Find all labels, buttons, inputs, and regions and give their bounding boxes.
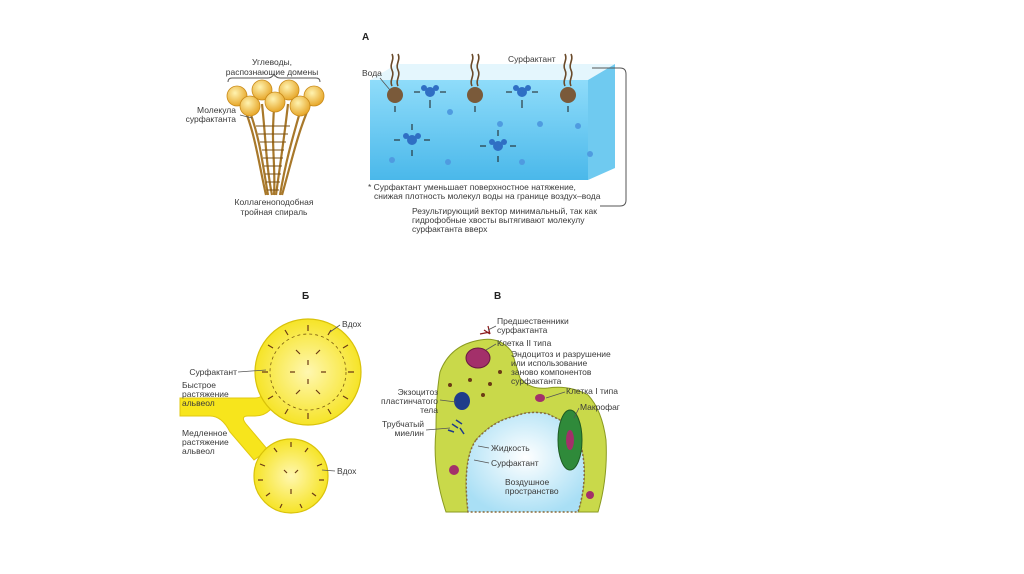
carbohydrate-domains [227, 80, 324, 116]
macrophage-nucleus [566, 430, 574, 450]
fast-stretch-3: альвеол [182, 398, 215, 408]
molecule-label-2: сурфактанта [186, 114, 237, 124]
type1-label: Клетка I типа [566, 386, 618, 396]
alveolus-large [255, 319, 361, 425]
water-side-face [588, 64, 615, 180]
carbs-label-1: Углеводы, [252, 57, 292, 67]
panel-a-letter: А [362, 32, 369, 43]
panel-c-letter: В [494, 291, 501, 302]
alveolus-small [254, 439, 328, 513]
panel-c-surfactant-label: Сурфактант [491, 458, 539, 468]
panel-b-letter: Б [302, 291, 309, 302]
precursors-label-2: сурфактанта [497, 325, 548, 335]
surface-tension-note-2: снижая плотность молекул воды на границе… [374, 191, 601, 201]
panel-a-surfactant-label: Сурфактант [508, 54, 556, 64]
panel-c: В Предшественники сурфактанта Клетка II … [381, 291, 620, 512]
inhale-top-label: Вдох [342, 319, 362, 329]
fluid-label: Жидкость [491, 443, 530, 453]
water-top-face [370, 64, 615, 80]
exocytosis-label-3: тела [420, 405, 438, 415]
panel-b: Б Вдох Вдох Сурфактант Быстрое растяжени… [180, 291, 362, 513]
carbs-label-2: распознающие домены [226, 67, 319, 77]
type2-label: Клетка II типа [497, 338, 552, 348]
precursors-pointer [488, 326, 496, 330]
air-label-2: пространство [505, 486, 559, 496]
panel-a: А [362, 32, 626, 234]
water-label: Вода [362, 68, 382, 78]
type2-nucleus [466, 348, 490, 368]
slow-stretch-3: альвеол [182, 446, 215, 456]
type1-nucleus [535, 394, 545, 402]
cell-nucleus-right [586, 491, 594, 499]
helix-label-2: тройная спираль [241, 207, 308, 217]
vector-note-3: сурфактанта вверх [412, 224, 488, 234]
macrophage-label: Макрофаг [580, 402, 620, 412]
helix-label-1: Коллагеноподобная [235, 197, 314, 207]
cell-nucleus-left [449, 465, 459, 475]
panel-b-surfactant-label: Сурфактант [189, 367, 237, 377]
inhale-bottom-label: Вдох [337, 466, 357, 476]
lamellar-body [454, 392, 470, 410]
myelin-label-2: миелин [395, 428, 425, 438]
surfactant-molecule-diagram: Углеводы, распознающие домены Молекула [186, 57, 324, 217]
endocytosis-label-4: сурфактанта [511, 376, 562, 386]
